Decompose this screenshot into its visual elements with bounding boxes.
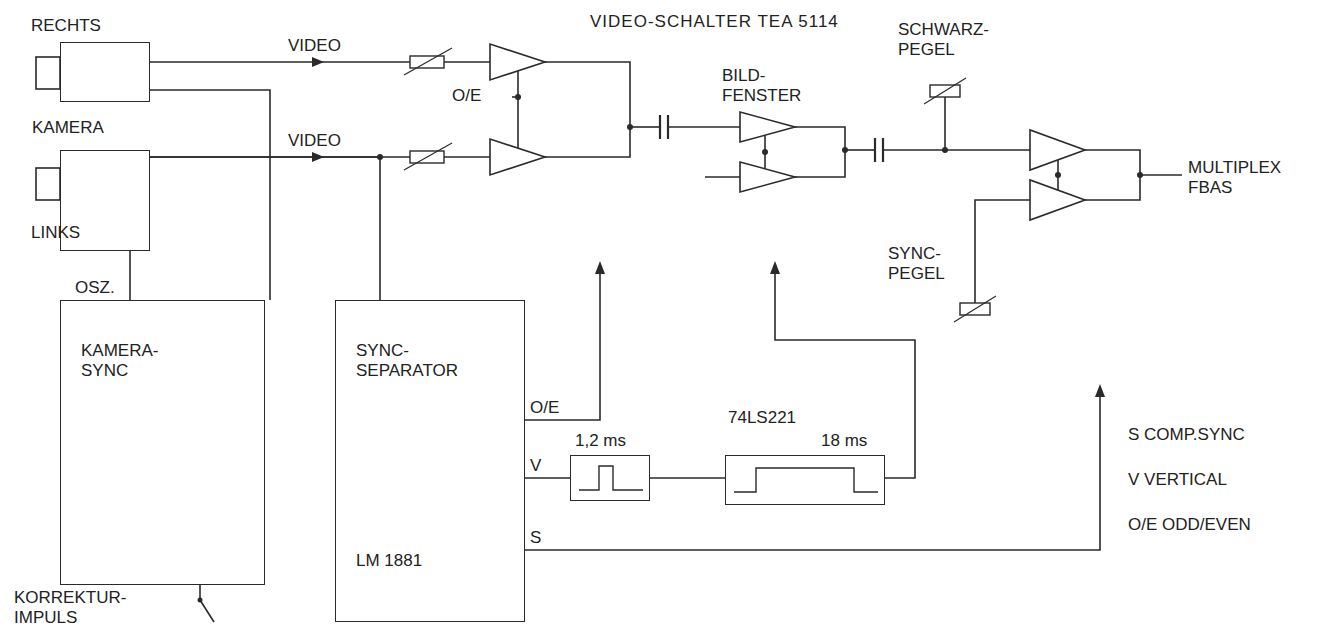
signal-label: MULTIPLEX FBAS: [1188, 158, 1300, 197]
signal-label: O/E ODD/EVEN: [1128, 515, 1251, 535]
wire: [525, 389, 1100, 550]
camera-lens: [36, 168, 60, 200]
wire: [795, 127, 845, 177]
signal-label: V VERTICAL: [1128, 470, 1227, 490]
variable-resistor-arrow: [924, 78, 966, 104]
amplifier-symbol: [490, 44, 545, 80]
amplifier-symbol: [740, 112, 795, 142]
wire: [1140, 174, 1182, 176]
pulse-symbol: [726, 456, 886, 506]
signal-label: OSZ.: [75, 278, 115, 298]
signal-label: BILD- FENSTER: [722, 66, 812, 105]
box-text: SYNC- SEPARATOR: [356, 341, 486, 380]
variable-resistor-arrow: [404, 143, 452, 170]
capacitor-symbol: [660, 115, 668, 139]
diagram-title: VIDEO-SCHALTER TEA 5114: [590, 12, 839, 32]
variable-resistor-arrow: [404, 48, 996, 322]
box-text: KAMERA- SYNC: [81, 341, 181, 380]
variable-resistor-arrow: [404, 48, 452, 75]
arrowhead: [312, 57, 324, 67]
arrowhead: [1095, 384, 1105, 397]
wire: [944, 97, 946, 150]
wire: [545, 62, 630, 157]
amplifier-symbol: [1030, 180, 1085, 220]
signal-wire: [150, 90, 270, 300]
junction-dot: [515, 94, 521, 100]
junction-dot: [1137, 172, 1143, 178]
wire: [200, 600, 214, 622]
camera-lens: [33, 54, 61, 92]
sync-separator-box: SYNC- SEPARATOR LM 1881: [335, 300, 525, 622]
junction-dot: [1055, 172, 1061, 178]
wire: [525, 266, 600, 420]
amplifier-symbol: [1030, 130, 1085, 170]
box-text: LM 1881: [356, 551, 422, 571]
signal-wire: [650, 477, 725, 479]
amplifier-symbol: [490, 44, 1085, 220]
pulse-symbol: [734, 468, 878, 492]
variable-resistor-symbol: [410, 56, 990, 315]
box-text: LINKS: [31, 223, 80, 243]
wire: [517, 71, 519, 148]
amplifier-symbol: [490, 139, 545, 175]
signal-label: 74LS221: [728, 408, 796, 428]
signal-label: KAMERA: [32, 118, 104, 138]
wire: [775, 266, 915, 478]
camera-lens: [33, 165, 61, 203]
box-text: RECHTS: [31, 16, 101, 36]
signal-label: VIDEO: [288, 36, 341, 56]
pulse-symbol: [571, 456, 651, 502]
signal-wire: [150, 157, 380, 300]
box-text: 18 ms: [821, 431, 867, 451]
signal-label: S: [530, 528, 541, 548]
camera-body: LINKS: [60, 150, 150, 251]
capacitor-symbol: [875, 138, 883, 162]
sync-generator-box: KAMERA- SYNC: [60, 300, 265, 585]
junction-dot: [198, 94, 1144, 603]
camera-body: RECHTS: [60, 42, 150, 102]
pulse-symbol: [579, 466, 643, 490]
junction-dot: [842, 147, 848, 153]
junction-dot: [627, 124, 633, 130]
camera-lens: [36, 57, 60, 89]
junction-dot: [198, 598, 203, 603]
amplifier-symbol: [740, 162, 795, 192]
arrowhead: [312, 57, 1105, 397]
signal-label: SCHWARZ- PEGEL: [898, 20, 998, 59]
wire: [845, 149, 875, 151]
signal-label: V: [530, 456, 541, 476]
monoflop-box: 18 ms: [725, 455, 885, 505]
signal-wire: [129, 251, 131, 300]
wire: [630, 126, 660, 128]
junction-dot: [762, 149, 768, 155]
wire: [1085, 150, 1140, 200]
signal-label: VIDEO: [288, 131, 341, 151]
arrowhead: [595, 261, 605, 274]
junction-dot: [942, 147, 948, 153]
wire: [150, 62, 1182, 622]
wire: [705, 176, 740, 178]
signal-wire: [525, 477, 570, 479]
wire: [883, 149, 1030, 151]
signal-label: O/E: [452, 86, 481, 106]
box-text: 1,2 ms: [575, 431, 626, 451]
signal-label: O/E: [530, 398, 559, 418]
variable-resistor-arrow: [954, 296, 996, 322]
wire: [668, 126, 740, 128]
wire: [975, 200, 1030, 303]
capacitor-symbol: [660, 115, 883, 162]
arrowhead: [770, 261, 780, 274]
signal-label: S COMP.SYNC: [1128, 425, 1245, 445]
signal-label: SYNC- PEGEL: [888, 244, 960, 283]
monoflop-box: 1,2 ms: [570, 455, 650, 501]
signal-label: KORREKTUR- IMPULS: [14, 588, 139, 627]
